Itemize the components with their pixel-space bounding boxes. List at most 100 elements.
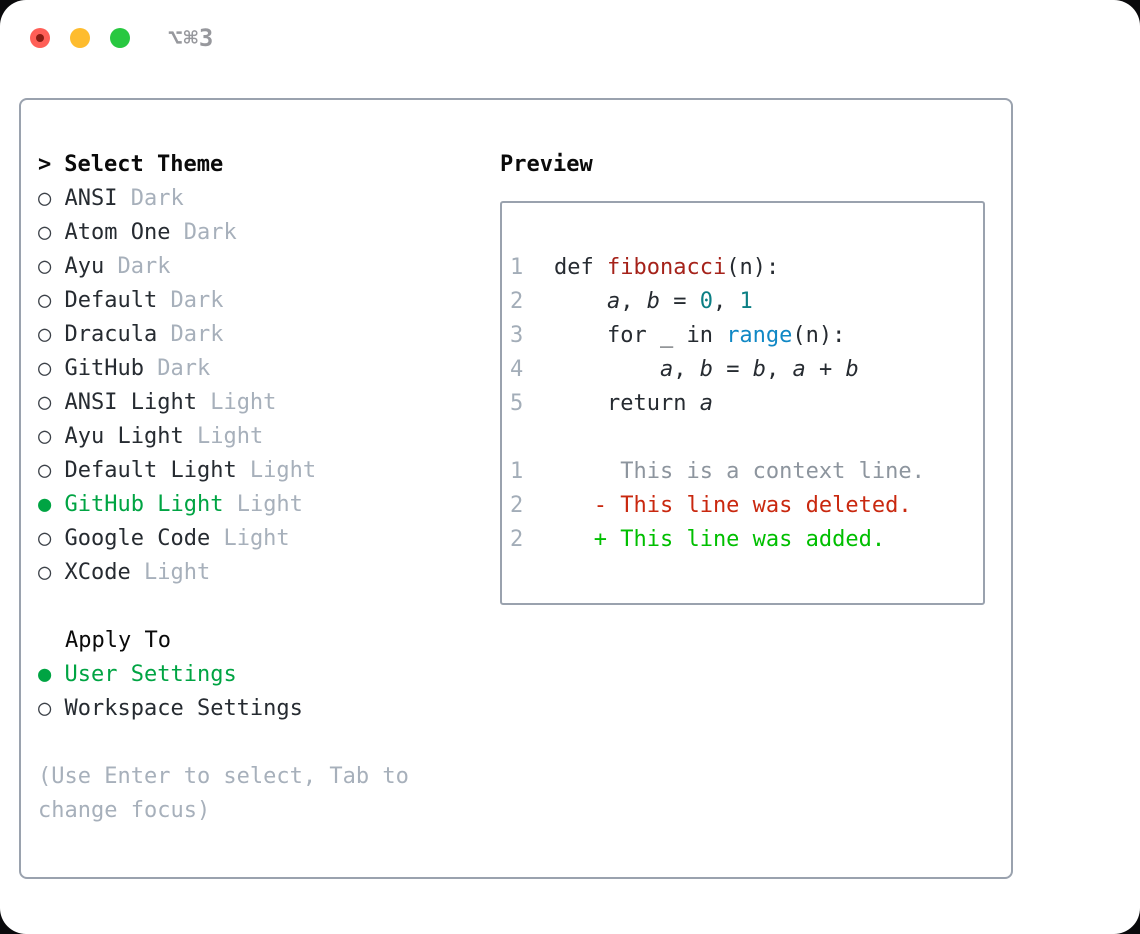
preview-line: 2 a, b = 0, 1 [510, 285, 983, 319]
theme-option-xcode[interactable]: ○ XCode Light [38, 556, 500, 590]
preview-line: 1 def fibonacci(n): [510, 251, 983, 285]
theme-list: ○ ANSI Dark○ Atom One Dark○ Ayu Dark○ De… [38, 182, 500, 590]
hint-line: (Use Enter to select, Tab to [38, 764, 409, 789]
radio-icon: ○ [38, 526, 65, 551]
radio-icon: ○ [38, 254, 65, 279]
preview-line [510, 421, 983, 455]
theme-variant-badge: Light [183, 424, 264, 449]
theme-name: XCode [64, 560, 131, 585]
theme-variant-badge: Dark [117, 186, 184, 211]
apply-option-user-settings[interactable]: ● User Settings [38, 658, 500, 692]
theme-list-pane: >Select Theme ○ ANSI Dark○ Atom One Dark… [38, 148, 500, 877]
code-text: for _ in range(n): [554, 323, 846, 348]
theme-variant-badge: Dark [104, 254, 171, 279]
radio-selected-icon: ● [38, 662, 65, 687]
theme-name: GitHub [64, 356, 144, 381]
theme-variant-badge: Dark [170, 220, 237, 245]
theme-variant-badge: Light [196, 390, 277, 415]
radio-icon: ○ [38, 424, 65, 449]
theme-name: Default Light [64, 458, 237, 483]
radio-icon: ○ [38, 560, 65, 585]
select-theme-header: > Select Theme [38, 148, 500, 182]
preview-line: 2 + This line was added. [510, 523, 983, 557]
zoom-button[interactable] [110, 28, 130, 48]
code-text: + This line was added. [554, 527, 886, 552]
apply-option-label: Workspace Settings [64, 696, 303, 721]
theme-option-ansi[interactable]: ○ ANSI Dark [38, 182, 500, 216]
titlebar: ⌥⌘3 [0, 0, 1140, 76]
keyboard-hint: (Use Enter to select, Tab to change focus… [38, 760, 500, 828]
line-number: 2 [510, 527, 524, 552]
radio-icon: ○ [38, 390, 65, 415]
minimize-button[interactable] [70, 28, 90, 48]
line-number: 1 [510, 459, 524, 484]
code-text: a, b = 0, 1 [606, 289, 753, 314]
code-text: return a [554, 391, 713, 416]
theme-variant-badge: Dark [157, 288, 224, 313]
theme-name: Ayu [64, 254, 105, 279]
select-theme-title: Select Theme [64, 152, 224, 177]
theme-name: Ayu Light [64, 424, 184, 449]
radio-icon: ○ [38, 220, 65, 245]
theme-variant-badge: Light [210, 526, 290, 551]
apply-to-group: ● User Settings○ Workspace Settings [38, 658, 500, 726]
code-text: This is a context line. [554, 459, 925, 484]
preview-line: 5 return a [510, 387, 983, 421]
theme-option-github[interactable]: ○ GitHub Dark [38, 352, 500, 386]
theme-name: ANSI Light [64, 390, 197, 415]
line-number: 1 [510, 255, 524, 280]
code-text: - This line was deleted. [554, 493, 912, 518]
theme-option-ansi-light[interactable]: ○ ANSI Light Light [38, 386, 500, 420]
line-number [510, 421, 554, 455]
theme-name: ANSI [64, 186, 118, 211]
theme-option-ayu[interactable]: ○ Ayu Dark [38, 250, 500, 284]
theme-name: Default [64, 288, 158, 313]
line-number: 2 [510, 289, 524, 314]
radio-icon: ○ [38, 696, 65, 721]
code-text: def fibonacci(n): [554, 255, 780, 280]
line-number: 4 [510, 357, 524, 382]
radio-icon: ○ [38, 288, 65, 313]
theme-name: GitHub Light [64, 492, 224, 517]
theme-variant-badge: Dark [143, 356, 211, 381]
theme-option-atom-one[interactable]: ○ Atom One Dark [38, 216, 500, 250]
apply-to-header: Apply To [65, 628, 171, 653]
preview-line: 2 - This line was deleted. [510, 489, 983, 523]
theme-option-default-light[interactable]: ○ Default Light Light [38, 454, 500, 488]
theme-variant-badge: Light [223, 492, 303, 517]
hint-line: change focus) [38, 798, 211, 823]
radio-icon: ○ [38, 186, 65, 211]
theme-option-google-code[interactable]: ○ Google Code Light [38, 522, 500, 556]
apply-option-workspace-settings[interactable]: ○ Workspace Settings [38, 692, 500, 726]
radio-icon: ○ [38, 356, 65, 381]
preview-line: 1 This is a context line. [510, 455, 983, 489]
line-number: 5 [510, 391, 524, 416]
line-number: 2 [510, 493, 524, 518]
theme-option-github-light[interactable]: ● GitHub Light Light [38, 488, 500, 522]
preview-line: 4 a, b = b, a + b [510, 353, 983, 387]
spacer [38, 590, 500, 624]
close-button[interactable] [30, 28, 50, 48]
theme-option-dracula[interactable]: ○ Dracula Dark [38, 318, 500, 352]
preview-title: Preview [500, 152, 593, 177]
theme-variant-badge: Light [130, 560, 211, 585]
radio-icon: ○ [38, 322, 65, 347]
apply-option-label: User Settings [64, 662, 237, 687]
preview-line: 3 for _ in range(n): [510, 319, 983, 353]
spacer [38, 726, 500, 760]
theme-name: Atom One [64, 220, 171, 245]
theme-variant-badge: Light [236, 458, 317, 483]
code-text: a, b = b, a + b [659, 357, 859, 382]
theme-option-default[interactable]: ○ Default Dark [38, 284, 500, 318]
selection-caret-icon: > [38, 152, 52, 177]
theme-option-ayu-light[interactable]: ○ Ayu Light Light [38, 420, 500, 454]
window-title: ⌥⌘3 [168, 24, 215, 52]
radio-selected-icon: ● [38, 492, 65, 517]
line-number: 3 [510, 323, 524, 348]
radio-icon: ○ [38, 458, 65, 483]
theme-name: Dracula [64, 322, 158, 347]
theme-name: Google Code [64, 526, 211, 551]
